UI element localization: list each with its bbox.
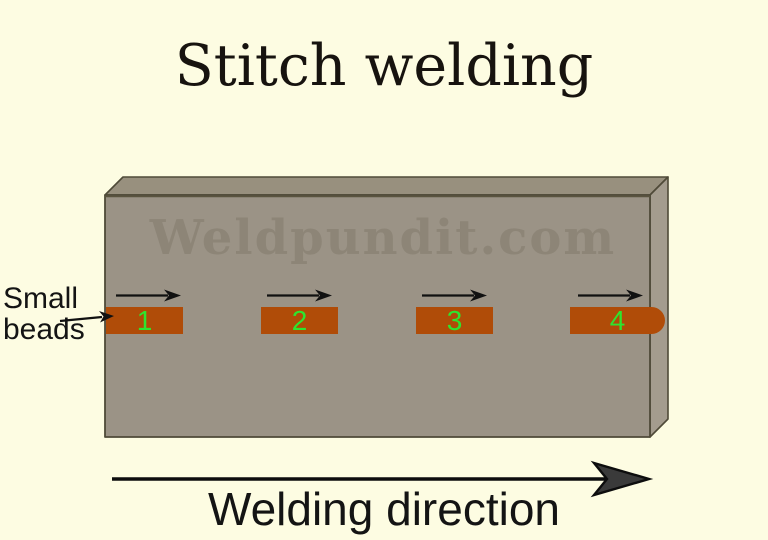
bead-direction-arrow-icon <box>267 289 332 302</box>
plate-top-face <box>104 176 669 196</box>
bead-direction-arrow-icon <box>422 289 487 302</box>
bead-direction-arrow-icon <box>116 289 181 302</box>
welding-direction-label: Welding direction <box>207 483 560 535</box>
weld-bead-2: 2 <box>261 305 338 336</box>
bead-number: 2 <box>291 305 308 336</box>
plate-front-face <box>104 194 651 438</box>
weld-bead-1: 1 <box>106 305 183 336</box>
welding-direction-arrow-icon <box>112 460 654 498</box>
bead-number: 4 <box>609 305 626 336</box>
small-beads-label: Small beads <box>3 282 85 346</box>
watermark: Weldpundit.com <box>149 210 617 266</box>
bead-direction-arrow-icon <box>578 289 643 302</box>
weld-bead-3: 3 <box>416 305 493 336</box>
bead-number: 3 <box>446 305 463 336</box>
bead-number: 1 <box>136 305 153 336</box>
weld-bead-4: 4 <box>570 305 665 336</box>
small-beads-pointer-arrow-icon <box>59 311 114 323</box>
page-title: Stitch welding <box>174 33 594 99</box>
